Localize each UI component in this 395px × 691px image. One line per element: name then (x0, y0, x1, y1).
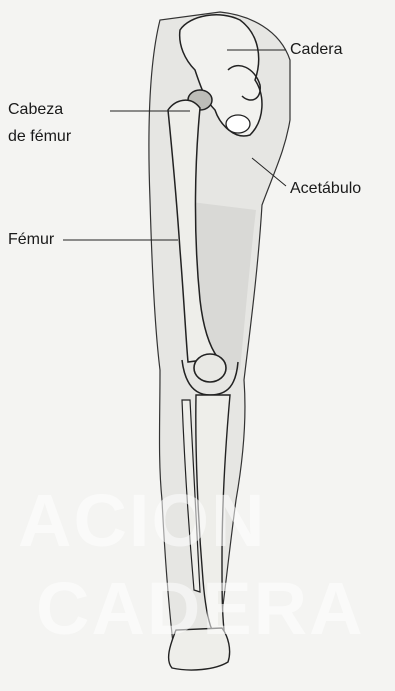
obturator-foramen (226, 115, 250, 133)
label-cadera: Cadera (290, 39, 342, 60)
label-acetabulo: Acetábulo (290, 178, 361, 199)
label-femur: Fémur (8, 229, 54, 250)
watermark-text-2: CADERA (36, 568, 365, 650)
knee-cap (194, 354, 226, 382)
label-cabeza-line1: Cabeza (8, 99, 63, 120)
watermark-text: ACION (18, 480, 266, 562)
label-cabeza-line2: de fémur (8, 126, 71, 147)
